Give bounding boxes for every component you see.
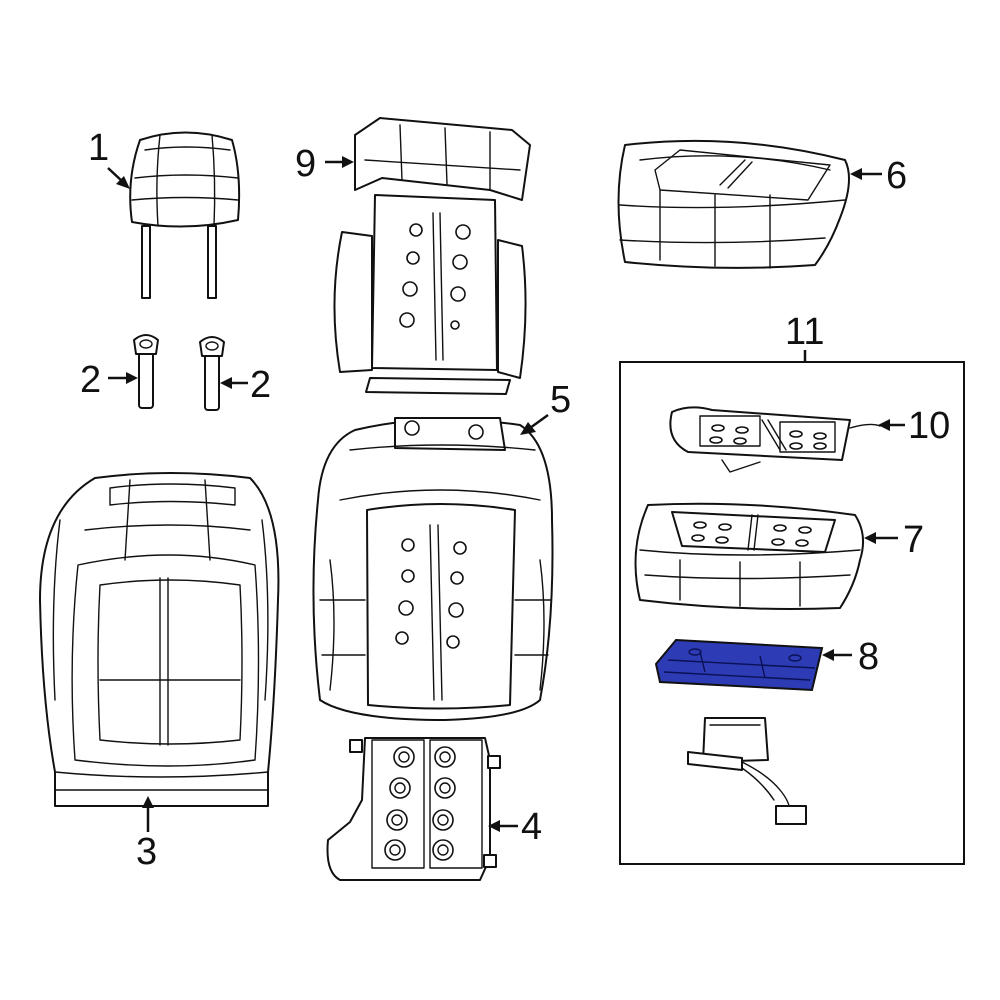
heater-element-part[interactable] xyxy=(654,638,824,692)
callout-4: 4 xyxy=(521,806,542,848)
seatback-pad-part[interactable] xyxy=(312,417,554,721)
callout-5: 5 xyxy=(550,379,571,421)
leader-arrows xyxy=(107,156,905,832)
callout-6: 6 xyxy=(886,155,907,197)
lumbar-panel-part[interactable] xyxy=(326,737,501,881)
cushion-heater-part[interactable] xyxy=(669,406,881,473)
callout-9: 9 xyxy=(295,143,316,185)
callout-11: 11 xyxy=(785,311,824,353)
callout-3: 3 xyxy=(136,831,157,873)
seatback-cover-part[interactable] xyxy=(39,472,280,807)
kit-group-box xyxy=(619,361,965,865)
guide-left-part[interactable] xyxy=(133,334,159,409)
callout-10: 10 xyxy=(908,405,950,447)
guide-right-part[interactable] xyxy=(199,336,225,411)
cushion-cover-part[interactable] xyxy=(617,139,850,269)
callout-1: 1 xyxy=(88,127,109,169)
callout-8: 8 xyxy=(858,636,879,678)
cushion-pad-part[interactable] xyxy=(634,502,865,610)
callout-7: 7 xyxy=(903,519,924,561)
callout-2-right: 2 xyxy=(250,364,271,406)
callout-2-left: 2 xyxy=(80,359,101,401)
headrest-part[interactable] xyxy=(129,131,241,299)
seatback-heater-part[interactable] xyxy=(333,117,531,395)
heater-module-part[interactable] xyxy=(687,717,807,825)
